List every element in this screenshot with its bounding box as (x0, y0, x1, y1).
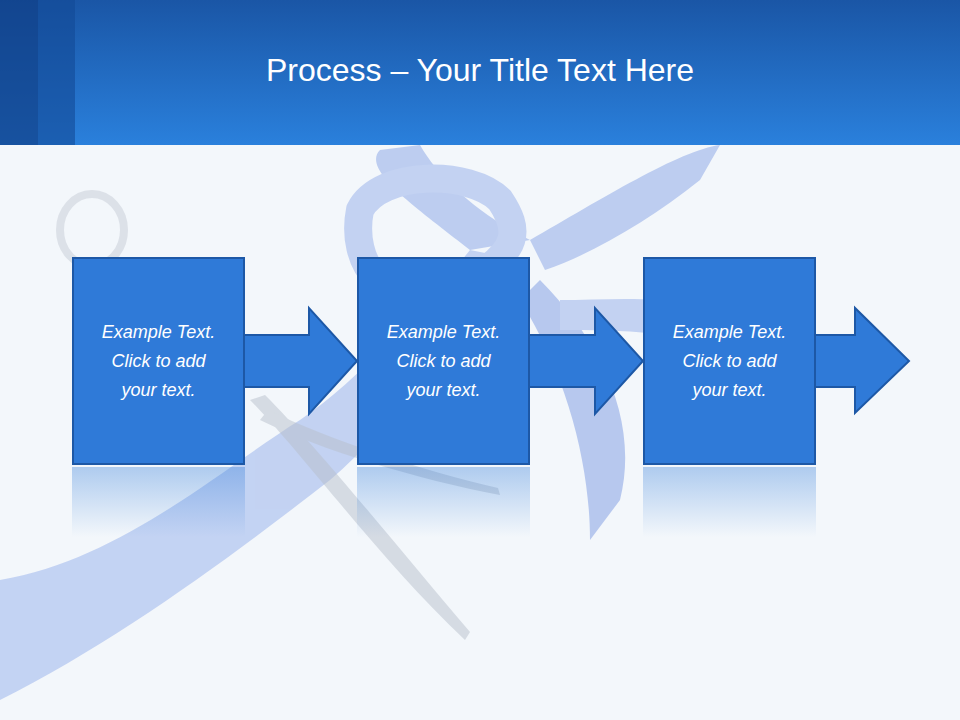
header-strip (38, 0, 75, 145)
box-text: Example Text. Click to add your text. (379, 318, 508, 405)
box-reflection (357, 467, 530, 537)
header-strip (0, 0, 38, 145)
box-text: Example Text. Click to add your text. (94, 318, 223, 405)
box-reflection (72, 467, 245, 537)
header-band (0, 0, 960, 145)
block-arrow (529, 308, 643, 414)
trailing-arrow (815, 308, 909, 413)
process-box: Example Text. Click to add your text. (72, 257, 245, 465)
box-reflection (643, 467, 816, 537)
block-arrow (244, 308, 357, 414)
slide-title: Process – Your Title Text Here (0, 52, 960, 89)
process-box: Example Text. Click to add your text. (643, 257, 816, 465)
process-box: Example Text. Click to add your text. (357, 257, 530, 465)
title-text: Process – Your Title Text Here (266, 52, 694, 88)
box-text: Example Text. Click to add your text. (665, 318, 794, 405)
